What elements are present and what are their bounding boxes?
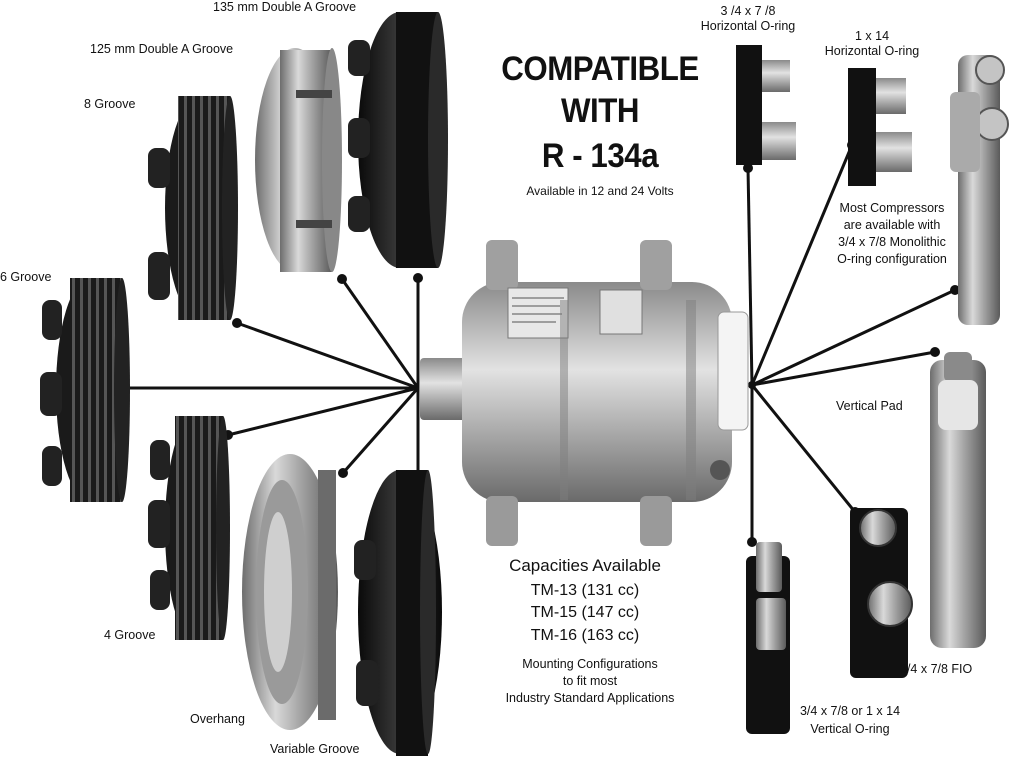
fitting-horizontal-oring-b-image [848, 68, 912, 186]
monolithic-note-line1: Most Compressors [839, 201, 945, 215]
pulley-135mm-image [348, 12, 448, 268]
fitting-connector-lines [746, 144, 956, 542]
monolithic-note-line2: are available with [843, 218, 941, 232]
pulley-125mm-image [255, 48, 342, 272]
capacity-tm13: TM-13 (131 cc) [530, 582, 640, 599]
label-fio: 3/4 x 7/8 FIO [900, 662, 973, 676]
label-variable-groove: Variable Groove [270, 742, 360, 756]
label-8-groove: 8 Groove [84, 97, 136, 111]
fitting-monolithic-image [950, 55, 1009, 325]
pulley-6-groove-image [40, 278, 130, 502]
mounting-line1: Mounting Configurations [522, 657, 658, 671]
fitting-horizontal-oring-a-image [736, 45, 796, 165]
compressor-image [420, 240, 749, 546]
headline-with: WITH [560, 92, 640, 130]
label-overhang: Overhang [190, 712, 245, 726]
pulley-8-groove-image [148, 96, 238, 320]
label-6-groove: 6 Groove [0, 270, 52, 284]
monolithic-note-line4: O-ring configuration [837, 252, 947, 266]
capacity-tm16: TM-16 (163 cc) [530, 627, 640, 644]
label-vertical-oring-size: 3/4 x 7/8 or 1 x 14 [799, 704, 901, 718]
pulley-connector-lines [123, 278, 420, 478]
capacities-title: Capacities Available [509, 556, 661, 575]
label-horizontal-oring-a: Horizontal O-ring [700, 19, 796, 33]
monolithic-note-line3: 3/4 x 7/8 Monolithic [838, 235, 946, 249]
capacity-tm15: TM-15 (147 cc) [530, 604, 640, 621]
pulley-overhang-image [242, 454, 338, 730]
headline-refrigerant: R - 134a [541, 137, 659, 175]
pulley-4-groove-image [148, 416, 230, 640]
label-4-groove: 4 Groove [104, 628, 156, 642]
label-135mm-double-a-groove: 135 mm Double A Groove [213, 0, 357, 14]
headline-compatible: COMPATIBLE [501, 50, 699, 88]
label-vertical-oring: Vertical O-ring [810, 722, 890, 736]
label-125mm-double-a-groove: 125 mm Double A Groove [90, 42, 234, 56]
voltage-note: Available in 12 and 24 Volts [526, 184, 674, 198]
fitting-vertical-pad-image [930, 352, 986, 648]
label-horizontal-oring-b-size: 1 x 14 [854, 29, 890, 43]
label-horizontal-oring-a-size: 3 /4 x 7 /8 [720, 4, 776, 18]
mounting-line3: Industry Standard Applications [505, 691, 675, 705]
fitting-vertical-oring-image [746, 542, 790, 734]
fitting-fio-image [850, 508, 913, 678]
mounting-line2: to fit most [562, 674, 618, 688]
label-vertical-pad: Vertical Pad [836, 399, 903, 413]
pulley-variable-groove-image [354, 470, 442, 756]
label-horizontal-oring-b: Horizontal O-ring [824, 44, 920, 58]
